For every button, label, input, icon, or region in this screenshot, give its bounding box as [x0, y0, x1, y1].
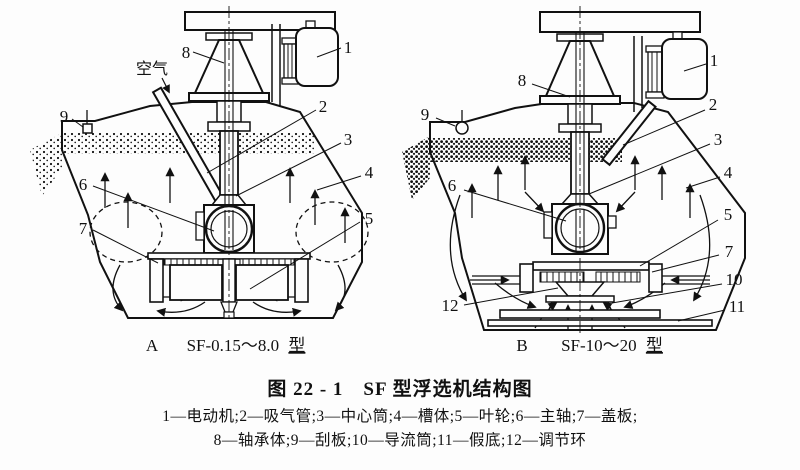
- diagram-b-flotation-machine: 8 1 2 3 4 9 6 5 7 10 11 12 B SF-10～20 型: [402, 6, 746, 355]
- froth-layer: [402, 136, 622, 200]
- label-6-main-shaft: 6: [79, 175, 88, 194]
- diagram-b-letter: B: [516, 336, 527, 355]
- model-type-suffix: 型: [288, 336, 305, 355]
- scraper: [455, 110, 469, 135]
- label-4-tank: 4: [724, 163, 733, 182]
- label-12-adjusting-ring: 12: [442, 296, 459, 315]
- support-beam: [539, 11, 701, 33]
- label-8-bearing-housing: 8: [518, 71, 527, 90]
- support-beam: [184, 11, 336, 31]
- leader-lines: [71, 47, 362, 290]
- label-7-cover-plate: 7: [79, 219, 88, 238]
- motor: [661, 38, 708, 100]
- label-3-center-tube: 3: [714, 130, 723, 149]
- air-label: 空气: [136, 60, 168, 78]
- diagram-a-model: SF-0.15～8.0 型: [187, 336, 306, 355]
- diagram-b-model: SF-10～20 型: [561, 336, 663, 355]
- label-1-motor: 1: [344, 38, 353, 57]
- impeller-left: [169, 264, 223, 301]
- leader-lines: [435, 63, 726, 322]
- label-4-tank: 4: [365, 163, 374, 182]
- label-1-motor: 1: [710, 51, 719, 70]
- false-bottom-lower: [487, 319, 713, 327]
- label-2-suction-pipe: 2: [319, 97, 328, 116]
- legend-line-1: 1—电动机;2—吸气管;3—中心筒;4—槽体;5—叶轮;6—主轴;7—盖板;: [162, 408, 638, 425]
- label-8-bearing-housing: 8: [182, 43, 191, 62]
- model-type-suffix: 型: [646, 336, 663, 355]
- label-9-scraper: 9: [60, 107, 69, 126]
- main-shaft: [224, 30, 234, 206]
- label-2-suction-pipe: 2: [709, 95, 718, 114]
- label-6-main-shaft: 6: [448, 176, 457, 195]
- label-10-guide-tube: 10: [726, 270, 743, 289]
- part-numbers: 8 1 2 3 4 5 6 7 9: [60, 38, 374, 238]
- label-9-scraper: 9: [421, 105, 430, 124]
- label-5-impeller: 5: [365, 209, 374, 228]
- air-inlet: 空气: [136, 60, 170, 94]
- label-3-center-tube: 3: [344, 130, 353, 149]
- legend-line-2: 8—轴承体;9—刮板;10—导流筒;11—假底;12—调节环: [213, 432, 587, 449]
- main-shaft: [575, 32, 585, 205]
- model-text: SF-10～20: [561, 336, 637, 355]
- label-7-cover-plate: 7: [725, 242, 734, 261]
- label-11-false-bottom: 11: [729, 297, 745, 316]
- caption-a: A SF-0.15～8.0 型: [146, 336, 306, 355]
- label-5-impeller: 5: [724, 205, 733, 224]
- scraper: [82, 110, 93, 134]
- caption-b: B SF-10～20 型: [516, 336, 663, 355]
- suction-pipe: [601, 99, 657, 167]
- part-numbers: 8 1 2 3 4 9 6 5 7 10 11 12: [421, 51, 745, 316]
- model-text: SF-0.15～8.0: [187, 336, 280, 355]
- diagram-a-flotation-machine: 空气 8 1 2 3 4 5 6 7 9 A: [30, 6, 374, 355]
- figure-title: 图 22 - 1 SF 型浮选机结构图: [267, 379, 533, 400]
- adjusting-ring-lines: [472, 275, 710, 285]
- cover-plate: [532, 261, 650, 271]
- diagram-a-letter: A: [146, 336, 159, 355]
